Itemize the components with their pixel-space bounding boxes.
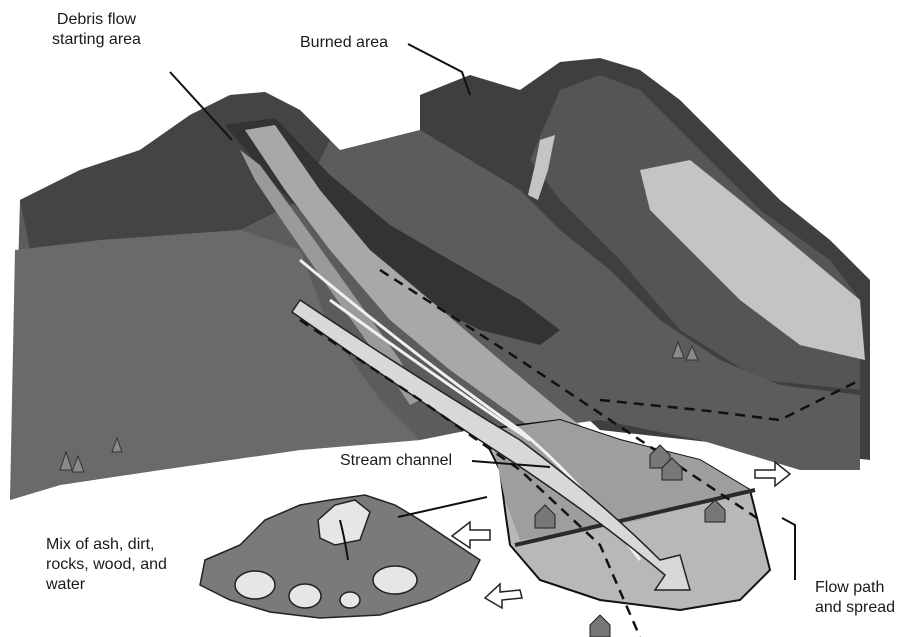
label-flow-line1: Flow path <box>815 578 895 598</box>
label-flow-line2: and spread <box>815 598 895 618</box>
label-debris-line2: starting area <box>52 30 141 50</box>
leader-mix <box>398 497 487 517</box>
label-mix-line1: Mix of ash, dirt, <box>46 535 167 555</box>
label-debris-flow-starting-area: Debris flow starting area <box>52 10 141 50</box>
label-debris-line1: Debris flow <box>52 10 141 30</box>
label-stream-channel: Stream channel <box>340 451 452 471</box>
label-mix-line2: rocks, wood, and <box>46 555 167 575</box>
label-mix: Mix of ash, dirt, rocks, wood, and water <box>46 535 167 595</box>
label-burned-area: Burned area <box>300 33 388 53</box>
label-mix-line3: water <box>46 575 167 595</box>
label-flow-path: Flow path and spread <box>815 578 895 618</box>
leader-flow <box>782 518 795 580</box>
